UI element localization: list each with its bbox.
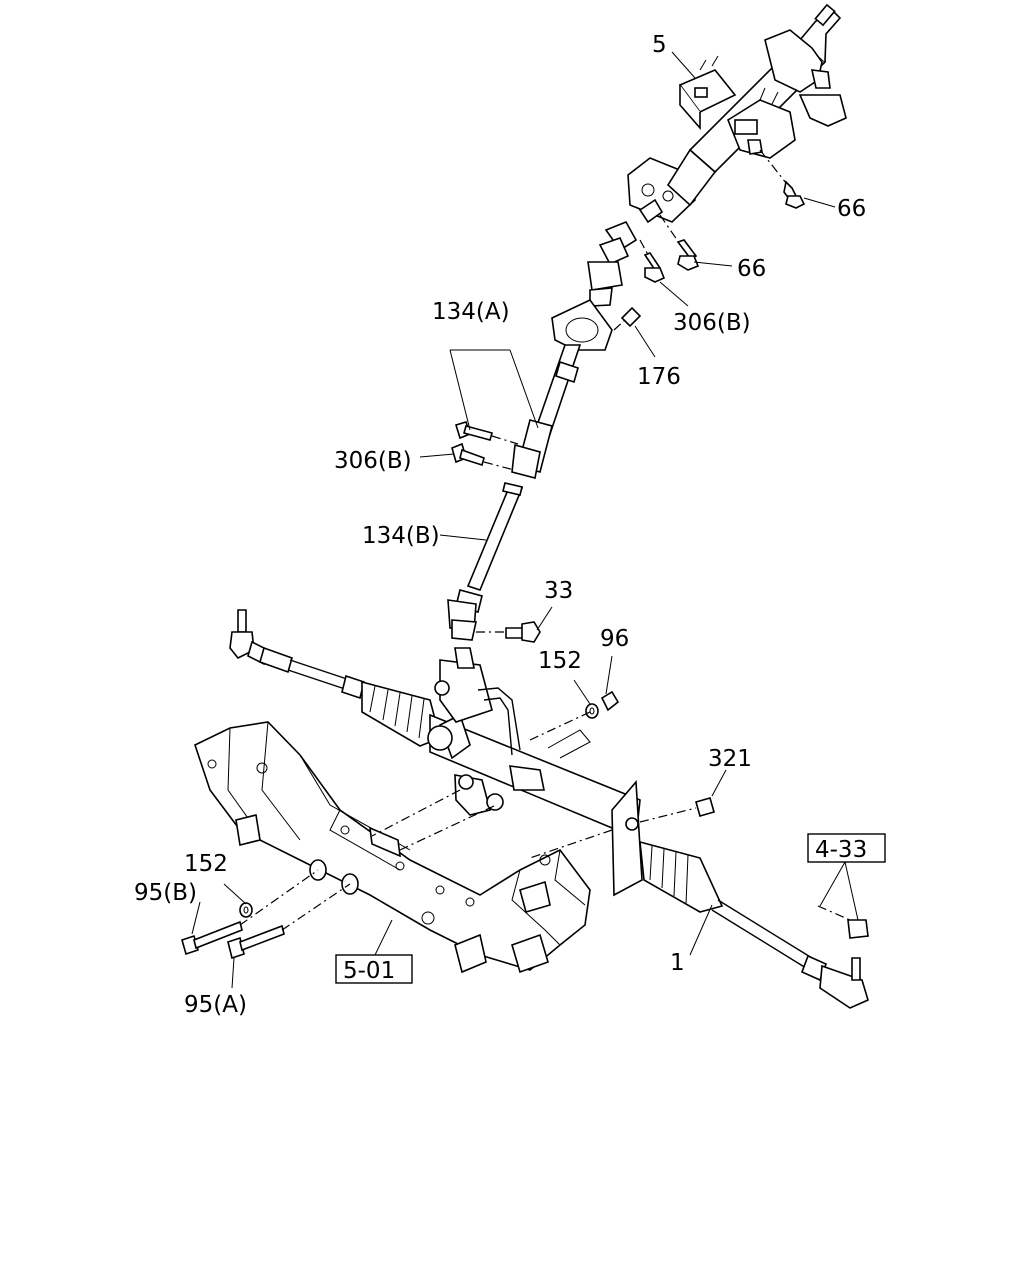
nut-176-icon — [613, 306, 642, 331]
callout-66-upper: 66 — [837, 196, 866, 222]
intermediate-shaft-a-icon — [511, 220, 638, 479]
callout-176: 176 — [637, 364, 681, 390]
washer-152-left-icon — [239, 902, 253, 918]
callout-95b: 95(B) — [134, 880, 197, 906]
steering-rack-icon — [229, 609, 869, 1009]
callout-152-left: 152 — [184, 851, 228, 877]
callout-95a: 95(A) — [184, 992, 247, 1018]
bolt-66-lower-icon — [659, 214, 700, 271]
callout-152-upper: 152 — [538, 648, 582, 674]
callout-96: 96 — [600, 626, 629, 652]
callout-66-lower: 66 — [737, 256, 766, 282]
reference-4-33-label: 4-33 — [815, 837, 867, 863]
callout-134b: 134(B) — [362, 523, 440, 549]
callout-306b-mid: 306(B) — [334, 448, 412, 474]
reference-4-33[interactable]: 4-33 — [807, 833, 886, 863]
bolt-95a-icon — [227, 883, 351, 960]
bolt-306b-upper-icon — [639, 239, 666, 283]
nut-96-icon — [600, 690, 620, 712]
callout-134a: 134(A) — [432, 299, 510, 325]
reference-5-01[interactable]: 5-01 — [335, 954, 413, 984]
reference-5-01-label: 5-01 — [343, 958, 395, 984]
steering-column-icon — [627, 3, 847, 224]
callout-33: 33 — [544, 578, 573, 604]
bolt-66-upper-icon — [759, 149, 806, 209]
callout-321: 321 — [708, 746, 752, 772]
callout-1: 1 — [670, 950, 685, 976]
bolt-321-icon — [639, 797, 715, 823]
bolt-95b-icon — [181, 869, 319, 956]
bolt-306b-mid-icon — [451, 421, 519, 471]
callout-306b-upper: 306(B) — [673, 310, 751, 336]
bolt-33-icon — [476, 621, 541, 643]
callout-5: 5 — [652, 32, 667, 58]
castle-nut-icon — [817, 905, 869, 939]
intermediate-shaft-b-icon — [447, 482, 524, 641]
washer-152-top-icon — [585, 703, 599, 719]
